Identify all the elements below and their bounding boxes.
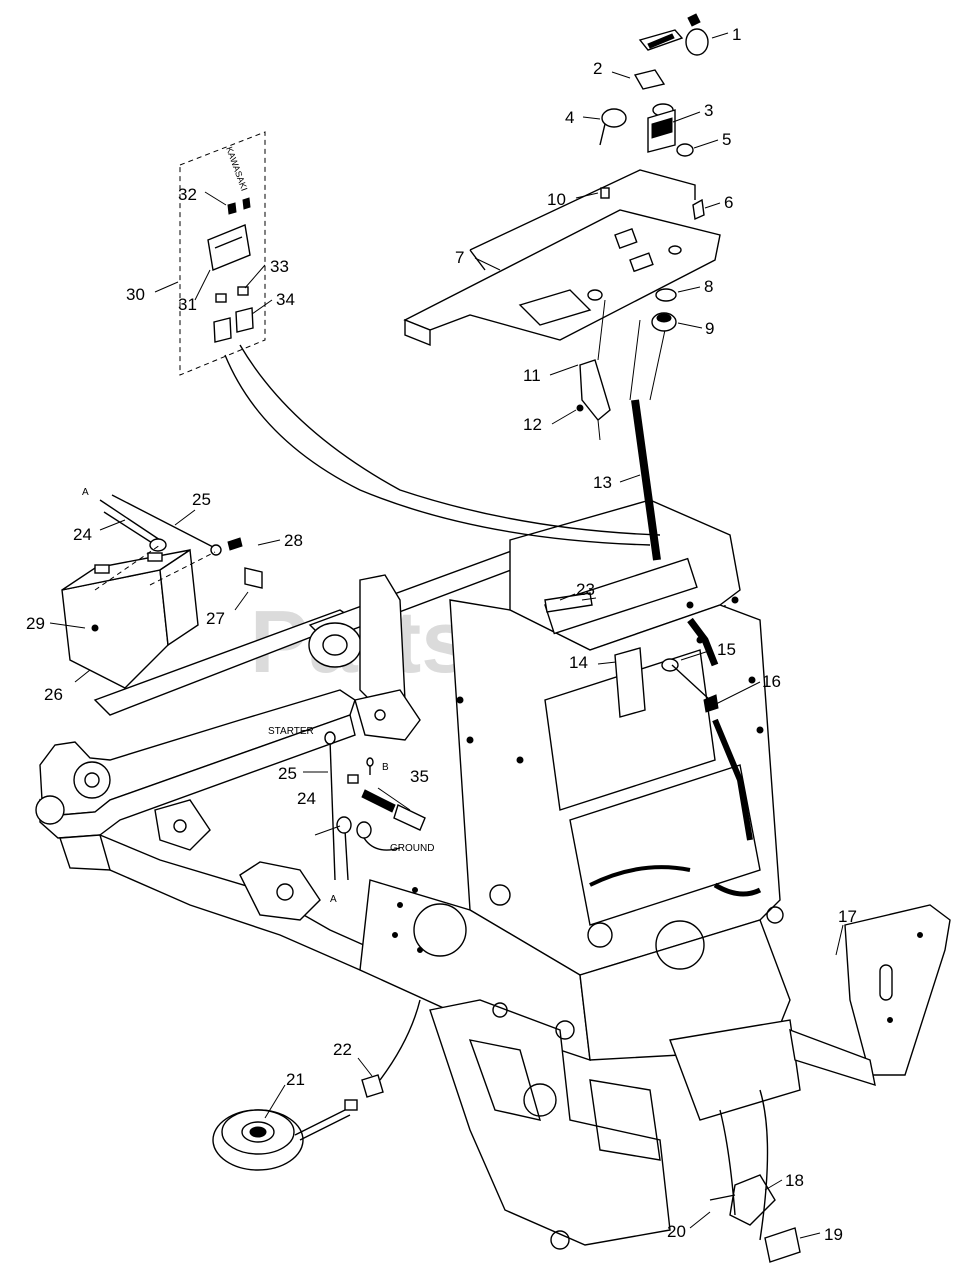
callout-25-bottom: 25 (278, 764, 297, 783)
callout-16: 16 (762, 672, 781, 691)
battery (61, 548, 199, 689)
callout-6: 6 (724, 193, 733, 212)
callout-numbers: 1 2 3 4 5 6 7 8 9 10 11 12 13 14 15 16 1… (26, 25, 857, 1244)
callout-25-top: 25 (192, 490, 211, 509)
callout-33: 33 (270, 257, 289, 276)
callout-27: 27 (206, 609, 225, 628)
callout-13: 13 (593, 473, 612, 492)
pto-clutch (212, 999, 421, 1171)
callout-31: 31 (178, 295, 197, 314)
control-rod (589, 399, 762, 897)
callout-17: 17 (838, 907, 857, 926)
callout-19: 19 (824, 1225, 843, 1244)
kawasaki-label: KAWASAKI (224, 145, 249, 192)
callout-29: 29 (26, 614, 45, 633)
b-terminal-label: B (382, 762, 389, 773)
cable-end-a-bottom: A (330, 894, 337, 905)
callout-9: 9 (705, 319, 714, 338)
battery-cables (94, 494, 263, 591)
dash-support-housing (359, 499, 801, 1250)
callout-18: 18 (785, 1171, 804, 1190)
callout-24-top: 24 (73, 525, 92, 544)
callout-5: 5 (722, 130, 731, 149)
callout-7: 7 (455, 248, 464, 267)
callout-14: 14 (569, 653, 588, 672)
lower-bracket (709, 1089, 801, 1263)
ground-label: GROUND (390, 843, 434, 854)
callout-30: 30 (126, 285, 145, 304)
wire-harness (224, 299, 666, 546)
callout-3: 3 (704, 101, 713, 120)
callout-23: 23 (576, 580, 595, 599)
leader-lines (49, 32, 844, 1239)
callout-1: 1 (732, 25, 741, 44)
dash-panel (403, 169, 721, 347)
callout-34: 34 (276, 290, 295, 309)
callout-21: 21 (286, 1070, 305, 1089)
starter-label: STARTER (268, 726, 314, 737)
callout-24-bottom: 24 (297, 789, 316, 808)
callout-32: 32 (178, 185, 197, 204)
callout-4: 4 (565, 108, 574, 127)
callout-15: 15 (717, 640, 736, 659)
callout-8: 8 (704, 277, 713, 296)
callout-20: 20 (667, 1222, 686, 1241)
starter-cables (324, 731, 426, 881)
callout-26: 26 (44, 685, 63, 704)
callout-11: 11 (523, 366, 541, 385)
center-small-parts (544, 592, 719, 718)
callout-22: 22 (333, 1040, 352, 1059)
callout-28: 28 (284, 531, 303, 550)
callout-10: 10 (547, 190, 566, 209)
cable-end-a-top: A (82, 487, 89, 498)
callout-35: 35 (410, 767, 429, 786)
callout-2: 2 (593, 59, 602, 78)
callout-12: 12 (523, 415, 542, 434)
kawasaki-inset: KAWASAKI (179, 131, 266, 376)
rear-hitch-plate (789, 904, 951, 1087)
ignition-parts (576, 13, 709, 441)
